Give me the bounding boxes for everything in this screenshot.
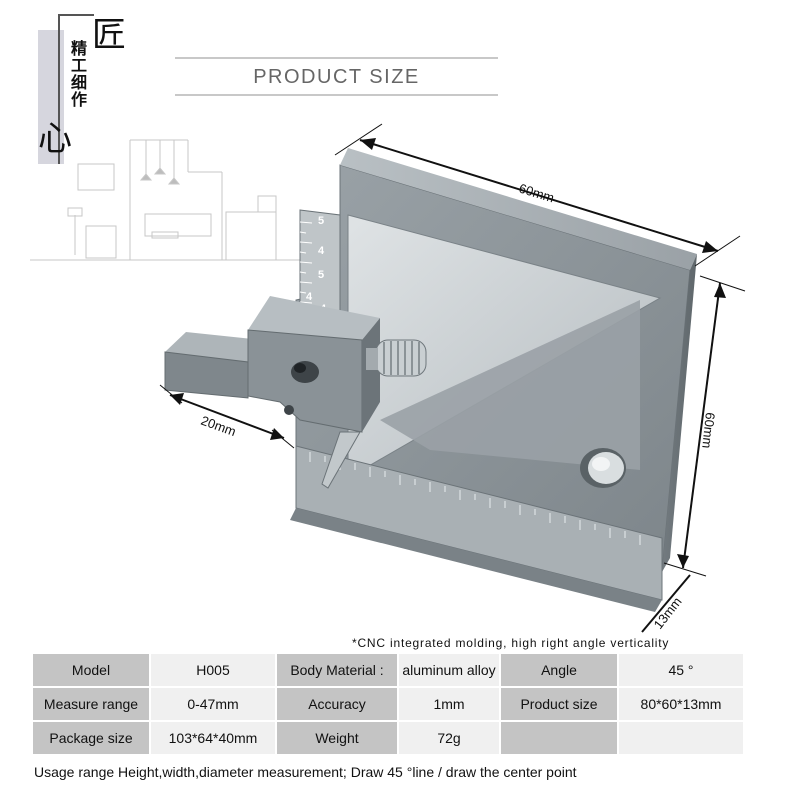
dim-line-arm <box>169 394 285 439</box>
spec-cell: Package size <box>33 722 149 754</box>
square-right-edge <box>662 254 697 572</box>
arrowhead <box>677 554 689 568</box>
title-rule <box>175 94 498 96</box>
side-unit-top <box>257 195 277 213</box>
side-unit <box>225 211 277 261</box>
shelf-box <box>77 163 115 191</box>
spec-cell: H005 <box>151 654 275 686</box>
pendant-lamp <box>153 167 167 175</box>
spec-cell: 0-47mm <box>151 688 275 720</box>
arrowhead <box>360 138 376 150</box>
spec-cell: 45 ° <box>619 654 743 686</box>
spec-cell <box>619 722 743 754</box>
ruler-digit: 4 <box>318 245 325 257</box>
ruler-digit: 5 <box>318 215 324 227</box>
spec-row: Package size 103*64*40mm Weight 72g <box>33 722 743 754</box>
bottom-ruler-front <box>290 508 662 612</box>
dim-tick <box>334 123 383 156</box>
arrowhead <box>170 393 184 405</box>
spec-cell <box>501 722 617 754</box>
dim-line-height <box>682 282 721 569</box>
arrowhead <box>702 241 718 253</box>
spec-cell: Model <box>33 654 149 686</box>
square-top-edge <box>340 148 697 270</box>
spec-cell: Weight <box>277 722 397 754</box>
side-arm-front <box>164 351 249 399</box>
spec-cell: Measure range <box>33 688 149 720</box>
mounting-hole-shine <box>592 457 610 471</box>
spec-cell: 72g <box>399 722 499 754</box>
section-header: PRODUCT SIZE <box>175 57 498 97</box>
pendant-lamp <box>139 173 153 181</box>
dim-label-height: 60mm <box>699 412 718 449</box>
logo-grey-bar <box>38 30 64 164</box>
brand-logo: 匠 精工细作 心 <box>36 14 132 164</box>
spec-table: Model H005 Body Material : aluminum allo… <box>33 654 743 754</box>
dim-line-width <box>359 139 719 252</box>
section-title: PRODUCT SIZE <box>253 66 420 88</box>
spec-cell: aluminum alloy <box>399 654 499 686</box>
scriber-tip <box>321 431 361 489</box>
triangle-lower-face <box>380 300 640 470</box>
spec-row: Model H005 Body Material : aluminum allo… <box>33 654 743 686</box>
spec-cell: Body Material : <box>277 654 397 686</box>
logo-char-bottom: 心 <box>38 119 72 159</box>
coffee-table <box>151 231 179 239</box>
slider-screw-hole <box>284 405 294 415</box>
dim-line-depth <box>641 574 691 633</box>
spec-row: Measure range 0-47mm Accuracy 1mm Produc… <box>33 688 743 720</box>
slider-block-top <box>248 296 380 340</box>
slider-block-side <box>362 318 380 432</box>
pendant-lamp <box>167 177 181 185</box>
title-rule <box>175 57 498 59</box>
usage-text: Usage range Height,width,diameter measur… <box>34 764 577 780</box>
slider-hole <box>291 361 319 383</box>
arrowhead <box>714 283 726 298</box>
spec-cell: Product size <box>501 688 617 720</box>
logo-char-top: 匠 <box>92 15 126 55</box>
room-sketch <box>30 139 300 261</box>
ruler-digit: 5 <box>318 269 324 281</box>
arrowhead <box>270 428 284 440</box>
spec-cell: Accuracy <box>277 688 397 720</box>
spec-cell: Angle <box>501 654 617 686</box>
spec-cell: 1mm <box>399 688 499 720</box>
product-illustration: 5 4 5 4 4 <box>30 123 746 633</box>
ruler-digit: 4 <box>306 291 313 303</box>
spec-cell: 103*64*40mm <box>151 722 275 754</box>
spec-cell: 80*60*13mm <box>619 688 743 720</box>
dim-tick <box>663 562 707 577</box>
feature-note: *CNC integrated molding, high right angl… <box>352 636 670 650</box>
dim-label-arm: 20mm <box>199 413 238 439</box>
thumb-screw <box>366 339 427 377</box>
dim-tick <box>699 275 746 292</box>
logo-frame-line <box>58 14 60 164</box>
logo-vertical-text: 精工细作 <box>68 40 87 108</box>
floor-lamp-shade <box>67 207 83 217</box>
cabinet <box>85 225 117 259</box>
dimension-arrowheads <box>170 138 726 568</box>
slider-hole-inner <box>294 363 306 373</box>
logo-frame-line <box>58 14 94 16</box>
